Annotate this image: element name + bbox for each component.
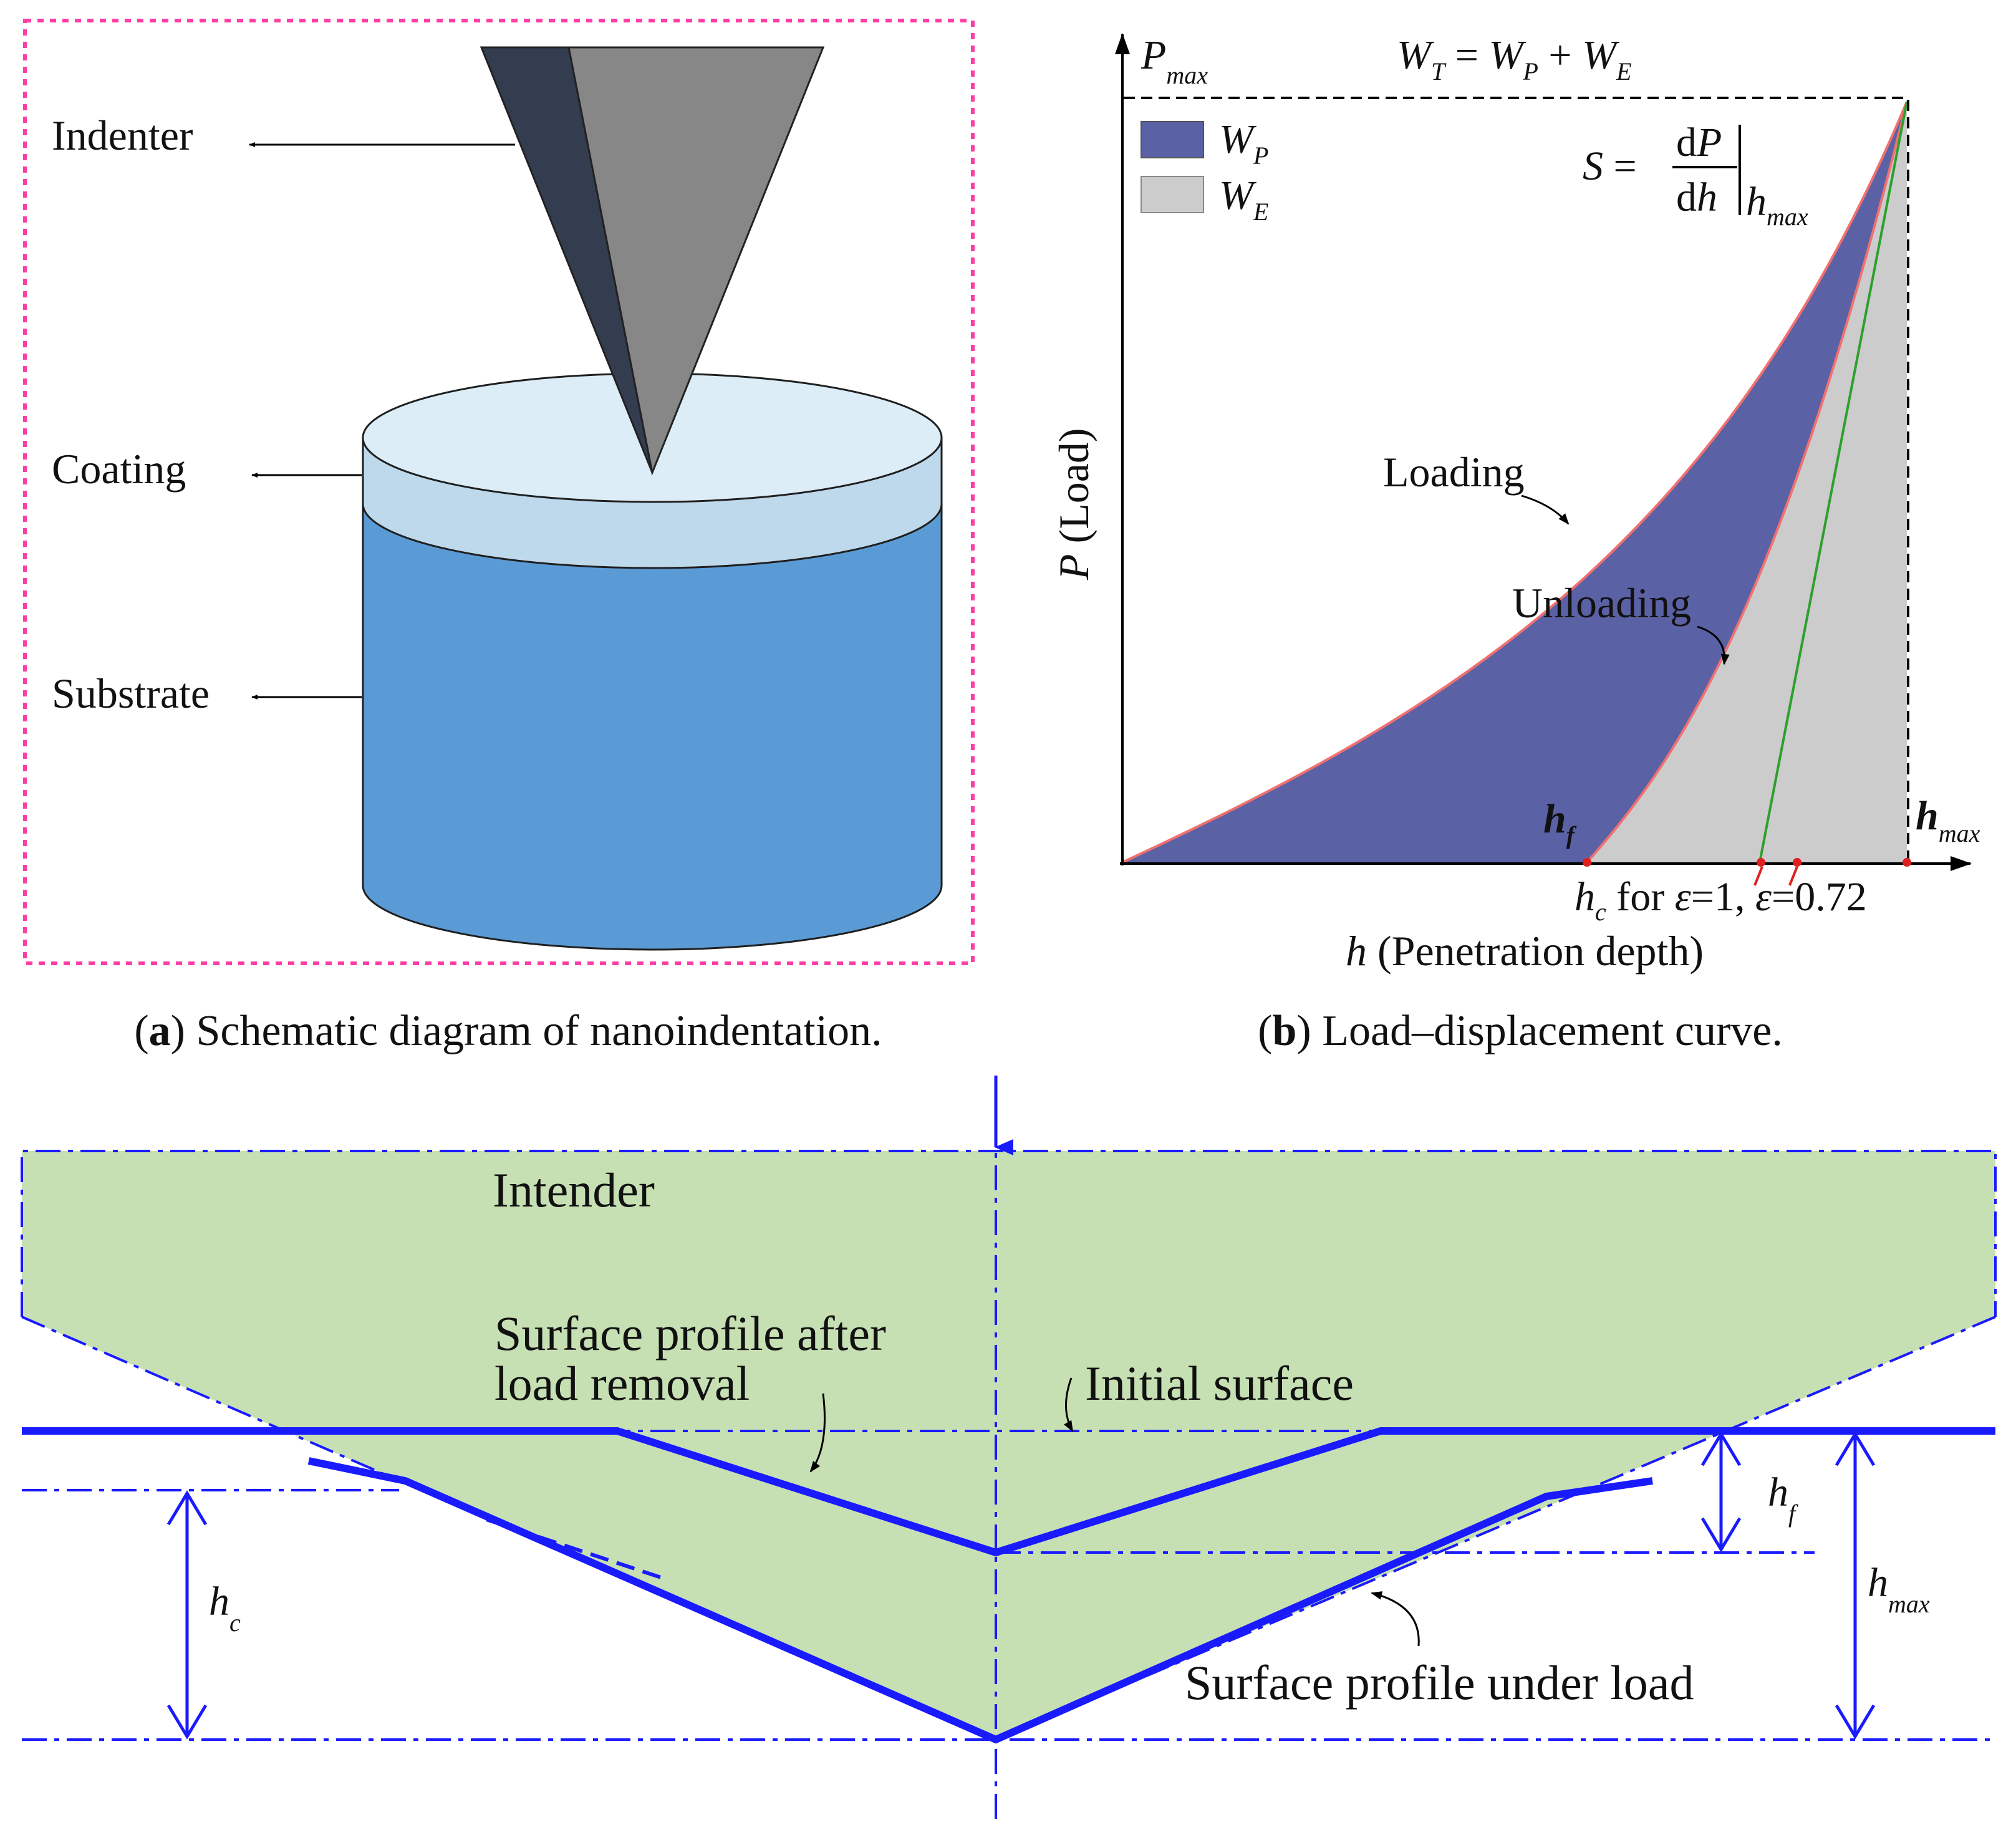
unloading-pointer [1697,625,1730,665]
hc-eps072-point [1793,858,1801,867]
we-area [1587,102,1907,862]
after-removal-label-1: Surface profile after [494,1306,886,1360]
legend-wp-label: WP [1219,117,1268,170]
wp-area [1122,102,1907,862]
legend-we-swatch [1141,176,1204,213]
hmax-label-c: hmax [1868,1560,1930,1618]
after-removal-pointer [809,1393,826,1473]
panel-a-schematic: Indenter Coating Substrate (a) Schematic… [23,19,975,1055]
panel-a-caption: (a) Schematic diagram of nanoindentation… [134,1007,882,1055]
svg-text:hmax: hmax [1746,179,1808,231]
intender-outline [21,1150,1997,1317]
svg-text:S =: S = [1583,143,1637,189]
hc-label-c: hc [209,1579,241,1637]
loading-label: Loading [1383,448,1525,496]
intender-label: Intender [493,1163,655,1217]
loading-pointer [1521,494,1570,525]
hmax-point [1903,858,1911,867]
hf-point [1583,858,1591,867]
after-removal-label-2: load removal [494,1356,750,1410]
hf-label-c: hf [1768,1470,1798,1528]
panel-b-caption: (b) Load–displacement curve. [1258,1007,1783,1055]
hc-label-b: hc for ε=1, ε=0.72 [1575,874,1867,926]
initial-surface-pointer [1063,1377,1074,1432]
hf-label-b: hf [1543,796,1577,849]
svg-text:dP: dP [1676,120,1722,165]
y-axis-label: P (Load) [1050,428,1097,580]
panel-c-surface-profiles: Intender Surface profile after load remo… [21,1076,1997,1821]
tangent-line [1758,101,1908,863]
wt-equation: WT = WP + WE [1397,32,1632,85]
substrate-label: Substrate [52,670,210,717]
indenter-label: Indenter [52,112,193,159]
pmax-label: Pmax [1141,32,1208,89]
hc-eps072-tick [1788,866,1798,886]
profile-under-load [307,1457,1653,1744]
loading-curve [1122,101,1908,864]
panel-b-load-displacement: WP WE Pmax WT = WP + WE S = dP dh hmax L… [1050,32,1980,1055]
unloading-curve [1586,101,1908,864]
indenter-tip [480,46,825,476]
intender-shape [22,1151,1995,1740]
under-load-label: Surface profile under load [1185,1655,1694,1710]
svg-text:dh: dh [1676,175,1717,220]
profile-after-removal [22,1427,1995,1557]
unloading-label: Unloading [1512,579,1691,627]
substrate-cylinder [362,504,943,951]
coating-label: Coating [52,445,186,493]
legend-we-label: WE [1219,173,1268,226]
hmax-label-b: hmax [1916,793,1980,847]
under-load-pointer [1371,1591,1420,1647]
profile-trace-left [486,1518,662,1579]
stiffness-equation: S = dP dh hmax [1583,120,1808,231]
legend-wp-swatch [1141,121,1204,158]
panel-a-border [23,19,975,965]
initial-surface-label: Initial surface [1085,1356,1354,1410]
x-axis-label: h (Penetration depth) [1346,927,1704,975]
hc-eps1-point [1757,858,1765,867]
hc-eps1-tick [1753,866,1763,886]
